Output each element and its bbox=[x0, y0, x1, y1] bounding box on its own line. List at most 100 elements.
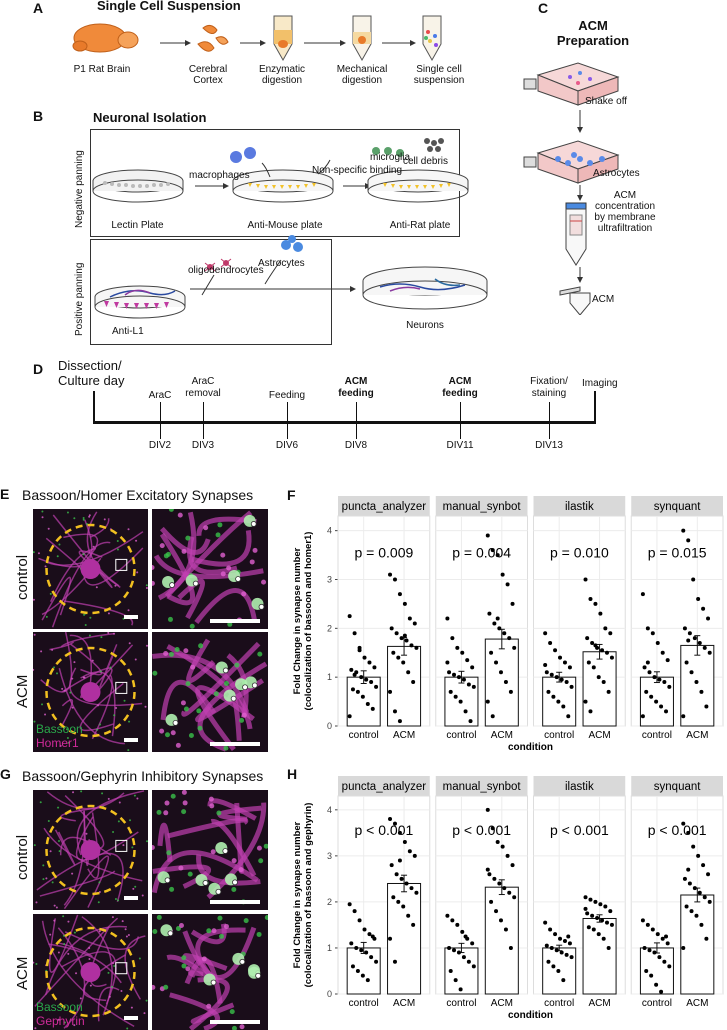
data-point bbox=[664, 934, 669, 939]
x-tick-label: control bbox=[642, 730, 672, 741]
data-point bbox=[585, 911, 590, 916]
timeline-tick bbox=[549, 402, 550, 439]
data-point bbox=[445, 616, 450, 621]
data-point bbox=[392, 709, 397, 714]
data-point bbox=[369, 955, 374, 960]
data-point bbox=[566, 714, 571, 719]
timeline-event-label: ACM feeding bbox=[442, 376, 478, 399]
data-point bbox=[461, 955, 466, 960]
microglia-icon bbox=[372, 147, 404, 157]
data-point bbox=[460, 929, 465, 934]
data-point bbox=[388, 572, 393, 577]
data-point bbox=[561, 704, 566, 709]
data-point bbox=[369, 680, 374, 685]
data-point bbox=[455, 922, 460, 927]
data-point bbox=[388, 936, 393, 941]
data-point bbox=[352, 631, 357, 636]
facet-title: manual_synbot bbox=[443, 501, 522, 513]
data-point bbox=[697, 890, 702, 895]
data-point bbox=[399, 636, 404, 641]
lectin-plate-label: Lectin Plate bbox=[111, 220, 164, 231]
data-point bbox=[662, 959, 667, 964]
data-point bbox=[566, 934, 571, 939]
neurons-dish-icon bbox=[362, 266, 488, 310]
data-point bbox=[650, 631, 655, 636]
data-point bbox=[350, 687, 355, 692]
timeline-tick-start bbox=[93, 391, 95, 424]
data-point bbox=[684, 660, 689, 665]
data-point bbox=[502, 886, 507, 891]
data-point bbox=[367, 932, 372, 937]
p-value-label: p = 0.004 bbox=[452, 545, 511, 561]
y-tick-label: 1 bbox=[327, 672, 332, 682]
data-point bbox=[660, 936, 665, 941]
data-point bbox=[357, 645, 362, 650]
x-tick-label: control bbox=[544, 998, 574, 1009]
facet-title: puncta_analyzer bbox=[342, 781, 427, 793]
bar bbox=[346, 676, 381, 727]
data-point bbox=[500, 572, 505, 577]
data-point bbox=[686, 867, 691, 872]
x-tick-label: ACM bbox=[588, 998, 610, 1009]
data-point bbox=[352, 909, 357, 914]
data-point bbox=[402, 601, 407, 606]
data-point bbox=[489, 650, 494, 655]
data-point bbox=[388, 689, 393, 694]
data-point bbox=[585, 636, 590, 641]
data-point bbox=[694, 913, 699, 918]
g-stain-bassoon: Bassoon bbox=[36, 1000, 83, 1014]
tube-mechanical-icon bbox=[352, 15, 372, 62]
data-point bbox=[498, 918, 503, 923]
y-axis-label: Fold Change in synapse number bbox=[292, 547, 303, 694]
micrograph-g-acm-overview bbox=[33, 914, 148, 1030]
data-point bbox=[689, 909, 694, 914]
data-point bbox=[606, 689, 611, 694]
step-cortex: Cerebral Cortex bbox=[188, 64, 228, 86]
data-point bbox=[549, 945, 554, 950]
data-point bbox=[665, 941, 670, 946]
positive-panning-box bbox=[90, 239, 332, 345]
data-point bbox=[471, 964, 476, 969]
data-point bbox=[652, 950, 657, 955]
acm-label: ACM bbox=[592, 294, 615, 305]
acm-concentration-label: ACM concentration by membrane ultrafiltr… bbox=[594, 190, 656, 234]
data-point bbox=[364, 677, 369, 682]
y-tick-label: 0 bbox=[327, 721, 332, 731]
data-point bbox=[392, 821, 397, 826]
data-point bbox=[460, 650, 465, 655]
data-point bbox=[359, 948, 364, 953]
panel-label-e: E bbox=[0, 486, 10, 502]
data-point bbox=[466, 959, 471, 964]
data-point bbox=[652, 675, 657, 680]
data-point bbox=[543, 662, 548, 667]
bar bbox=[680, 894, 715, 995]
data-point bbox=[497, 881, 502, 886]
data-point bbox=[503, 680, 508, 685]
cell-debris-label: cell debris bbox=[403, 156, 449, 167]
data-point bbox=[590, 913, 595, 918]
data-point bbox=[588, 709, 593, 714]
data-point bbox=[389, 863, 394, 868]
data-point bbox=[567, 665, 572, 670]
timeline-event-label: AraC bbox=[148, 390, 172, 401]
shake-off-label: Shake off bbox=[585, 96, 628, 107]
data-point bbox=[598, 902, 603, 907]
data-point bbox=[647, 948, 652, 953]
data-point bbox=[558, 936, 563, 941]
x-tick-label: ACM bbox=[588, 730, 610, 741]
chart-h: Fold Change in synapse number(colocaliza… bbox=[292, 776, 724, 1021]
y-tick-label: 4 bbox=[327, 526, 332, 536]
data-point bbox=[586, 660, 591, 665]
ultrafiltration-tube-icon bbox=[565, 202, 587, 266]
facet-strip bbox=[435, 776, 528, 796]
data-point bbox=[507, 890, 512, 895]
data-point bbox=[667, 964, 672, 969]
data-point bbox=[510, 863, 515, 868]
data-point bbox=[546, 689, 551, 694]
data-point bbox=[470, 941, 475, 946]
data-point bbox=[394, 631, 399, 636]
cell-debris-icon bbox=[424, 138, 444, 152]
data-point bbox=[489, 899, 494, 904]
data-point bbox=[495, 616, 500, 621]
data-point bbox=[601, 680, 606, 685]
